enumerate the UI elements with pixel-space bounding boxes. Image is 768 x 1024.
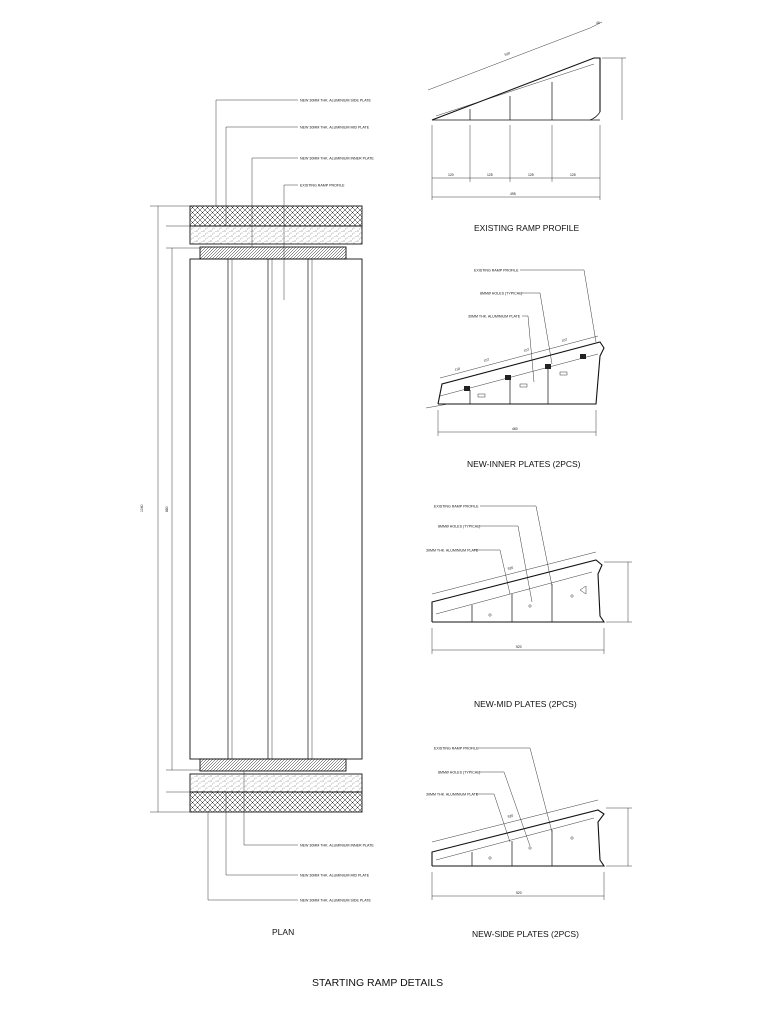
existing-profile-caption: EXISTING RAMP PROFILE xyxy=(474,223,580,233)
side-plates-caption: NEW-SIDE PLATES (2PCS) xyxy=(472,929,579,939)
inner-leader-1: EXISTING RAMP PROFILE xyxy=(474,269,519,273)
inner-plates-caption: NEW-INNER PLATES (2PCS) xyxy=(467,459,581,469)
existing-seg-dim-2: 125 xyxy=(487,173,493,177)
plan-top-leader-3: NEW 30MM THK. ALUMINIUM INNER PLATE xyxy=(300,157,374,161)
mid-leader-1: EXISTING RAMP PROFILE xyxy=(434,505,479,509)
mid-leader-3: 30MM THK. ALUMINIUM PLATE xyxy=(426,549,479,553)
plan-view: 1040 880 NEW 30MM THK. ALUMINIUM SIDE PL… xyxy=(140,99,374,938)
mid-plates-view: 520 EXISTING RAMP PROFILE 8MMØ HOLES (TY… xyxy=(426,505,632,709)
plan-bottom-leader-1: NEW 30MM THK. ALUMINIUM INNER PLATE xyxy=(300,844,374,848)
svg-text:107: 107 xyxy=(561,338,568,343)
mid-overall-dim: 520 xyxy=(516,645,522,649)
svg-text:107: 107 xyxy=(523,348,530,353)
svg-text:1040: 1040 xyxy=(140,504,144,512)
plan-bottom-leader-2: NEW 30MM THK. ALUMINIUM MID PLATE xyxy=(300,874,370,878)
svg-text:107: 107 xyxy=(483,358,490,363)
mid-leader-2: 8MMØ HOLES (TYPICAL) xyxy=(438,525,480,529)
existing-seg-dim-3: 125 xyxy=(528,173,534,177)
mid-plates-caption: NEW-MID PLATES (2PCS) xyxy=(474,699,577,709)
inner-leader-3: 30MM THK. ALUMINIUM PLATE xyxy=(468,315,521,319)
side-plates-view: 520 EXISTING RAMP PROFILE 8MMØ HOLES (TY… xyxy=(426,747,632,939)
side-leader-3: 30MM THK. ALUMINIUM PLATE xyxy=(426,793,479,797)
drawing-title: STARTING RAMP DETAILS xyxy=(312,977,443,989)
side-leader-1: EXISTING RAMP PROFILE xyxy=(434,747,479,751)
existing-overall-dim: 495 xyxy=(510,192,516,196)
svg-text:520: 520 xyxy=(507,566,514,571)
svg-text:110: 110 xyxy=(454,367,460,372)
plan-top-leader-1: NEW 30MM THK. ALUMINIUM SIDE PLATE xyxy=(300,99,372,103)
plan-top-leader-4: EXISTING RAMP PROFILE xyxy=(300,184,345,188)
existing-seg-dim-4: 125 xyxy=(570,173,576,177)
plan-bottom-leader-3: NEW 30MM THK. ALUMINIUM SIDE PLATE xyxy=(300,899,372,903)
existing-seg-dim-1: 120 xyxy=(448,173,454,177)
svg-text:520: 520 xyxy=(507,814,514,819)
existing-slope-dim: 520 xyxy=(504,51,511,57)
inner-overall-dim: 460 xyxy=(512,427,518,431)
existing-ramp-profile: 520 40 120 125 125 125 495 EXISTING RAMP… xyxy=(427,21,626,233)
side-overall-dim: 520 xyxy=(516,891,522,895)
plan-caption: PLAN xyxy=(272,927,294,937)
inner-plates-view: 110 107 107 107 EXISTING RAMP PROFILE 8M… xyxy=(425,269,605,469)
inner-leader-2: 8MMØ HOLES (TYPICAL) xyxy=(480,292,522,296)
plan-top-leader-2: NEW 30MM THK. ALUMINIUM MID PLATE xyxy=(300,126,370,130)
svg-text:880: 880 xyxy=(165,506,169,512)
side-leader-2: 8MMØ HOLES (TYPICAL) xyxy=(438,771,480,775)
existing-top-dim: 40 xyxy=(596,21,600,25)
